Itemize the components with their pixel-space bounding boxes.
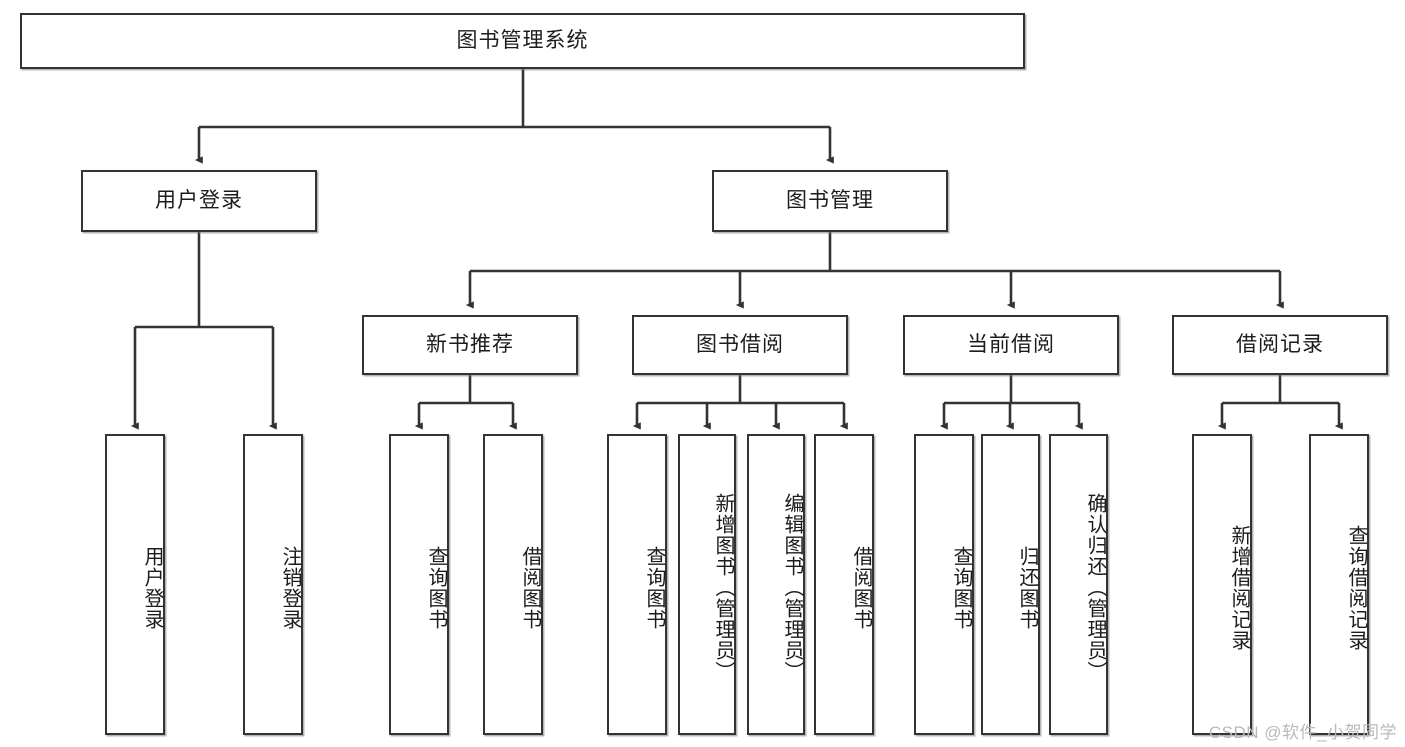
leaf-borrow-borrow-book[interactable]: 借阅图书 <box>814 434 874 735</box>
leaf-current-return-book[interactable]: 归还图书 <box>981 434 1040 735</box>
node-user-login[interactable]: 用户登录 <box>81 170 317 232</box>
node-label: 用户登录 <box>155 189 243 213</box>
leaf-record-query[interactable]: 查询借阅记录 <box>1309 434 1369 735</box>
leaf-current-query-book[interactable]: 查询图书 <box>914 434 974 735</box>
node-new-book-recommend[interactable]: 新书推荐 <box>362 315 578 375</box>
leaf-new-book-query[interactable]: 查询图书 <box>389 434 449 735</box>
node-label: 注销登录 <box>279 545 301 630</box>
leaf-borrow-add-book[interactable]: 新增图书（管理员） <box>678 434 736 735</box>
node-label: 借阅记录 <box>1236 333 1324 357</box>
leaf-user-login-logout[interactable]: 注销登录 <box>243 434 303 735</box>
node-label: 图书管理 <box>786 189 874 213</box>
leaf-user-login-login[interactable]: 用户登录 <box>105 434 165 735</box>
node-current-borrow[interactable]: 当前借阅 <box>903 315 1119 375</box>
node-label: 查询图书 <box>643 545 665 630</box>
node-root-system[interactable]: 图书管理系统 <box>20 13 1025 69</box>
leaf-borrow-edit-book[interactable]: 编辑图书（管理员） <box>747 434 805 735</box>
node-label: 图书借阅 <box>696 333 784 357</box>
node-label: 借阅图书 <box>850 545 872 630</box>
leaf-current-confirm-return[interactable]: 确认归还（管理员） <box>1049 434 1108 735</box>
node-label: 查询图书 <box>425 545 447 630</box>
leaf-borrow-query-book[interactable]: 查询图书 <box>607 434 667 735</box>
node-label: 用户登录 <box>141 545 163 630</box>
node-borrow-record[interactable]: 借阅记录 <box>1172 315 1388 375</box>
watermark-text: CSDN @软件_小贺同学 <box>1208 723 1397 742</box>
leaf-new-book-borrow[interactable]: 借阅图书 <box>483 434 543 735</box>
node-label: 借阅图书 <box>519 545 541 630</box>
node-label: 查询借阅记录 <box>1345 524 1367 651</box>
node-label: 新增借阅记录 <box>1228 524 1250 651</box>
node-book-borrow[interactable]: 图书借阅 <box>632 315 848 375</box>
node-label: 当前借阅 <box>967 333 1055 357</box>
node-book-management[interactable]: 图书管理 <box>712 170 948 232</box>
node-label: 新书推荐 <box>426 333 514 357</box>
node-label: 查询图书 <box>950 545 972 630</box>
node-label: 新增图书（管理员） <box>712 493 734 682</box>
node-label: 归还图书 <box>1016 545 1038 630</box>
leaf-record-add[interactable]: 新增借阅记录 <box>1192 434 1252 735</box>
node-label: 图书管理系统 <box>456 29 589 53</box>
node-label: 确认归还（管理员） <box>1084 493 1106 682</box>
node-label: 编辑图书（管理员） <box>781 493 803 682</box>
